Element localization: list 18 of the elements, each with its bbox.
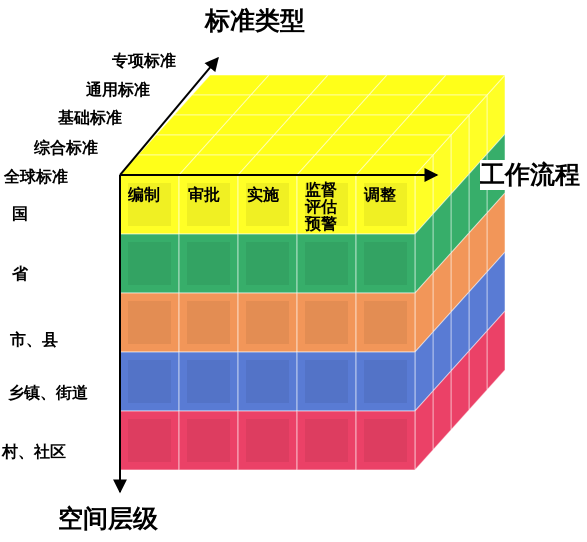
axis-label: 市、县: [10, 331, 58, 350]
column-heading: 实施: [247, 188, 280, 205]
axis-label: 村、社区: [2, 443, 66, 462]
axis-label: 基础标准: [58, 109, 122, 128]
column-heading: 监督评估预警: [305, 183, 338, 234]
axis-label: 国: [12, 205, 28, 224]
axis-label: 专项标准: [112, 52, 176, 72]
axis-title: 工作流程: [480, 160, 580, 190]
column-heading: 调整: [364, 188, 397, 205]
axis-label: 全球标准: [4, 168, 68, 188]
axis-label: 通用标准: [86, 81, 150, 100]
column-heading: 编制: [128, 188, 161, 205]
axis-title: 标准类型: [205, 6, 305, 36]
column-heading: 审批: [188, 188, 221, 205]
axis-label: 综合标准: [34, 139, 98, 158]
axis-title: 空间层级: [58, 504, 158, 534]
axis-label: 乡镇、街道: [8, 384, 88, 404]
axis-label: 省: [12, 265, 28, 284]
